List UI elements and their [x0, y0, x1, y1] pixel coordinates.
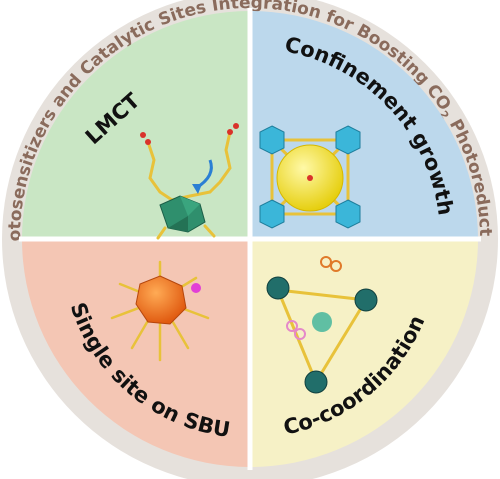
cluster-icon	[304, 370, 328, 394]
polyhedron-icon	[335, 199, 361, 229]
quadrant-bottom-left	[22, 239, 250, 467]
co-coordination-structure-image	[266, 256, 378, 394]
cluster-icon	[266, 276, 290, 300]
single-site-structure-image	[110, 260, 210, 362]
cluster-icon	[354, 288, 378, 312]
sbu-core-icon	[135, 275, 187, 325]
single-site-dot	[191, 283, 201, 293]
polyhedron-icon	[259, 199, 285, 229]
polyhedron-icon	[259, 125, 285, 155]
confinement-structure-image	[259, 125, 361, 229]
quadrant-bottom-right	[250, 239, 478, 467]
quadrant-top-left	[22, 11, 250, 239]
lmct-structure-image	[140, 123, 239, 240]
polyhedron-icon	[335, 125, 361, 155]
